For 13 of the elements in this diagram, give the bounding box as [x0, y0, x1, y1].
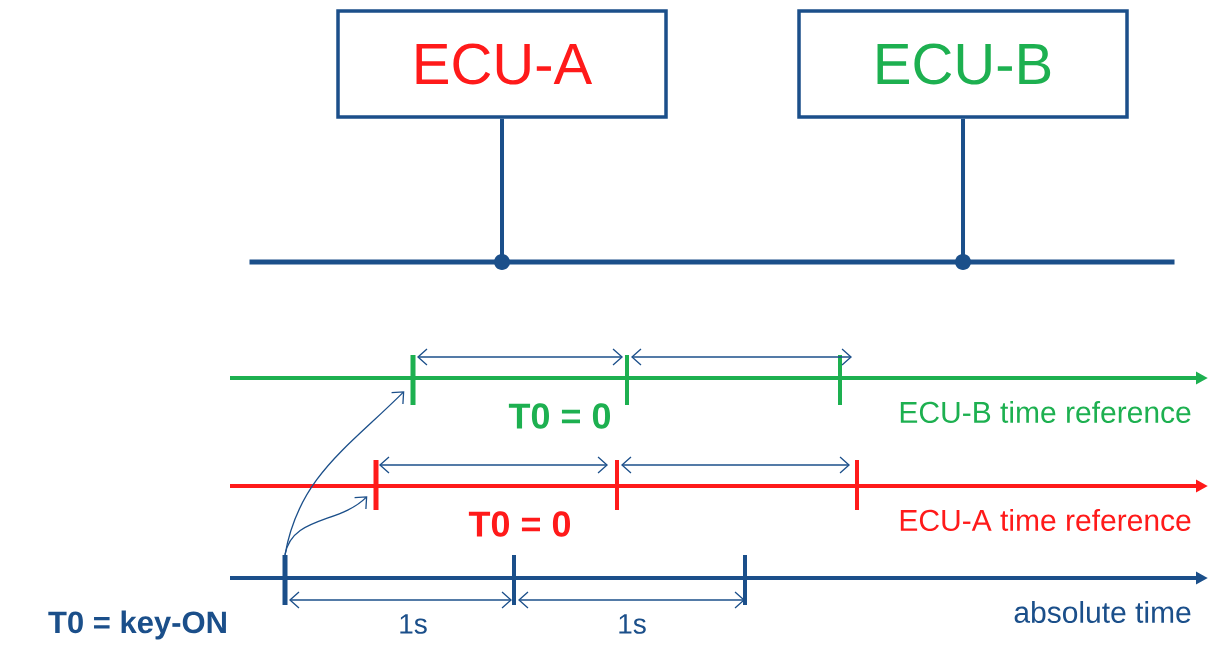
ecu-box: ECU-A — [336, 9, 668, 119]
axis-label: ECU-A time reference — [900, 509, 1191, 532]
tick-label: T0 = key-ON — [48, 610, 226, 640]
axis-label: ECU-B time reference — [900, 401, 1191, 424]
tick-label: T0 = 0 — [468, 511, 571, 537]
duration-label: 1s — [400, 614, 427, 634]
duration-label: 1s — [619, 614, 646, 634]
axis-label: absolute time — [1014, 601, 1191, 624]
bus-stub — [494, 118, 510, 270]
bus-stub — [955, 118, 971, 270]
curved-arrow — [284, 496, 368, 556]
ecu-box: ECU-B — [797, 9, 1129, 119]
tick-label: T0 = 0 — [508, 403, 611, 429]
